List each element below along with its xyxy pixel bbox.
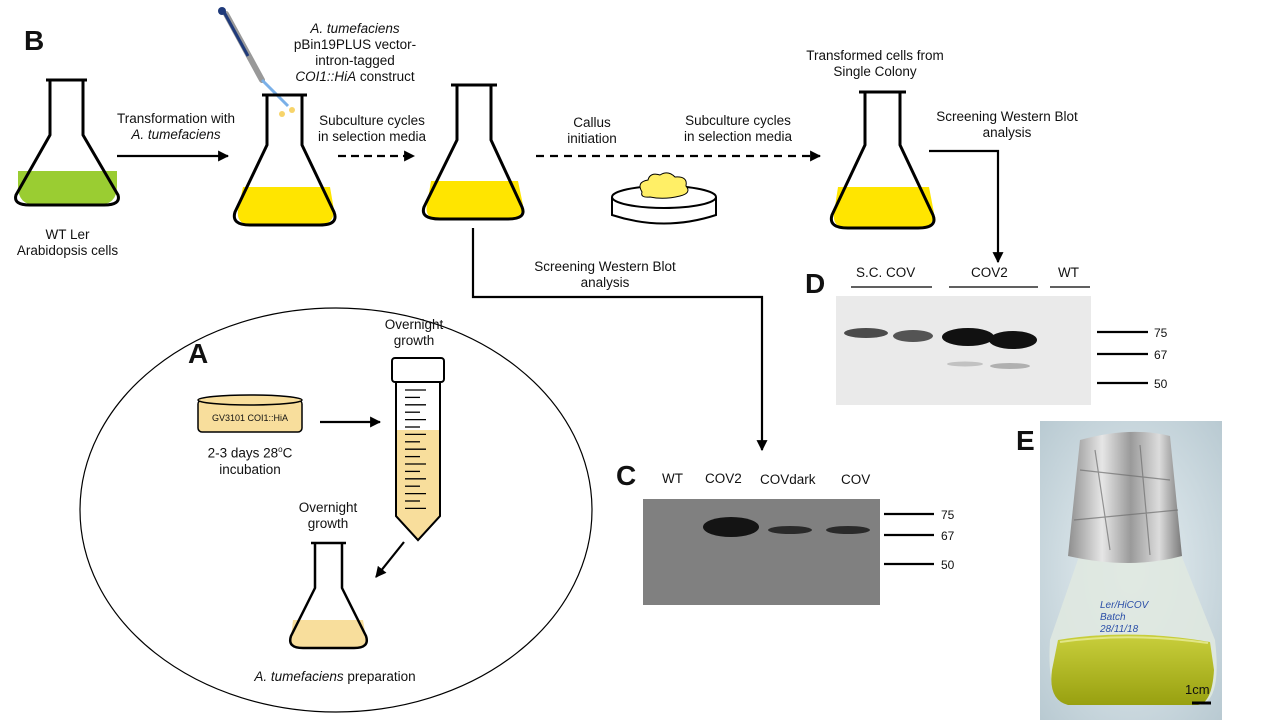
panel-a-outline	[79, 307, 593, 713]
callus-line2: initiation	[567, 131, 617, 146]
construct-line1: A. tumefaciens	[310, 21, 400, 36]
blot-c-marker: 50	[941, 558, 955, 572]
transformation-line2: A. tumefaciens	[131, 127, 221, 142]
flask-transformed-1	[232, 93, 337, 227]
construct-label: A. tumefaciens pBin19PLUS vector- intron…	[270, 21, 440, 85]
transformation-label: Transformation with A. tumefaciens	[104, 111, 248, 143]
construct-line4: COI1::HiA construct	[270, 69, 440, 85]
subculture2-line2: in selection media	[683, 129, 793, 144]
blot-d-lane-group: WT	[1058, 265, 1079, 280]
scale-bar-label: 1cm	[1185, 682, 1210, 697]
screening-label-c: Screening Western Blot analysis	[522, 259, 688, 291]
preparation-suffix: preparation	[343, 669, 416, 684]
panel-label-b: B	[24, 25, 45, 56]
overnight1-line2: growth	[393, 333, 435, 348]
transformation-line1: Transformation with	[116, 111, 236, 126]
falcon-tube-icon	[391, 357, 445, 542]
flask-handwriting-line1: Ler/HiCOV	[1100, 600, 1149, 611]
panel-label-e: E	[1016, 425, 1035, 456]
blot-c-lane: WT	[662, 471, 683, 486]
flask-wt	[14, 78, 120, 207]
blot-d-marker: 75	[1154, 326, 1168, 340]
degree-sign: o	[278, 445, 283, 454]
screening-c-line1: Screening Western Blot	[534, 259, 676, 274]
construct-line2: pBin19PLUS vector-	[293, 37, 417, 52]
single-colony-label: Transformed cells from Single Colony	[790, 48, 960, 80]
wt-label-line1: WT Ler	[45, 227, 90, 242]
panel-label-c: C	[616, 460, 637, 491]
incubation-line1: 2-3 days 28oC	[190, 442, 310, 462]
overnight1-line1: Overnight	[384, 317, 444, 332]
overnight-label-1: Overnight growth	[374, 317, 454, 349]
blot-c-marker: 67	[941, 529, 955, 543]
screening-d-line1: Screening Western Blot	[936, 109, 1078, 124]
pipette-icon	[218, 7, 295, 117]
incubation-label: 2-3 days 28oC incubation	[190, 442, 310, 478]
western-blot-c	[643, 499, 934, 605]
flask-agro	[289, 541, 368, 650]
single-colony-line2: Single Colony	[833, 64, 917, 79]
flask-handwriting: Ler/HiCOV Batch 28/11/18	[1100, 600, 1148, 636]
blot-d-marker: 67	[1154, 348, 1168, 362]
subculture-label-2: Subculture cycles in selection media	[672, 113, 804, 145]
flask-handwriting-line2: Batch	[1100, 612, 1126, 623]
screening-label-d: Screening Western Blot analysis	[924, 109, 1090, 141]
callus-line1: Callus	[573, 115, 611, 130]
subculture2-line1: Subculture cycles	[685, 113, 791, 128]
flask-single-colony	[829, 90, 936, 230]
overnight2-line1: Overnight	[298, 500, 358, 515]
panel-label-d: D	[805, 268, 826, 299]
callus-label: Callus initiation	[552, 115, 632, 147]
overnight-label-2: Overnight growth	[288, 500, 368, 532]
agro-plate-icon	[197, 394, 303, 433]
blot-c-lane: COV2	[705, 471, 742, 486]
screening-d-line2: analysis	[982, 125, 1032, 140]
blot-c-lane: COVdark	[760, 472, 816, 487]
subculture1-line1: Subculture cycles	[319, 113, 425, 128]
blot-d-marker: 50	[1154, 377, 1168, 391]
construct-line3: intron-tagged	[315, 53, 395, 68]
flask-photo-e	[1040, 421, 1222, 720]
subculture1-line2: in selection media	[317, 129, 427, 144]
construct-gene-name: COI1::HiA	[295, 69, 357, 84]
construct-suffix: construct	[356, 69, 415, 84]
blot-c-marker: 75	[941, 508, 955, 522]
preparation-organism: A. tumefaciens	[254, 669, 344, 684]
preparation-label: A. tumefaciens preparation	[230, 669, 440, 685]
flask-handwriting-line3: 28/11/18	[1100, 624, 1139, 635]
overnight2-line2: growth	[307, 516, 349, 531]
wt-label: WT Ler Arabidopsis cells	[0, 227, 135, 259]
wt-label-line2: Arabidopsis cells	[16, 243, 119, 258]
panel-label-a: A	[188, 338, 209, 369]
incubation-duration: 2-3 days 28	[207, 445, 279, 461]
blot-d-lane-group: S.C. COV	[856, 265, 916, 280]
incubation-unit: C	[282, 445, 293, 461]
blot-d-lane-group: COV2	[971, 265, 1008, 280]
screening-c-line2: analysis	[580, 275, 630, 290]
plate-label: GV3101 COI1::HiA	[211, 413, 289, 423]
subculture-label-1: Subculture cycles in selection media	[306, 113, 438, 145]
single-colony-line1: Transformed cells from	[806, 48, 944, 63]
western-blot-d	[836, 286, 1148, 405]
blot-c-lane: COV	[841, 472, 871, 487]
flask-transformed-2	[421, 83, 525, 221]
incubation-line2: incubation	[219, 461, 281, 477]
callus-plate-icon	[611, 172, 717, 225]
